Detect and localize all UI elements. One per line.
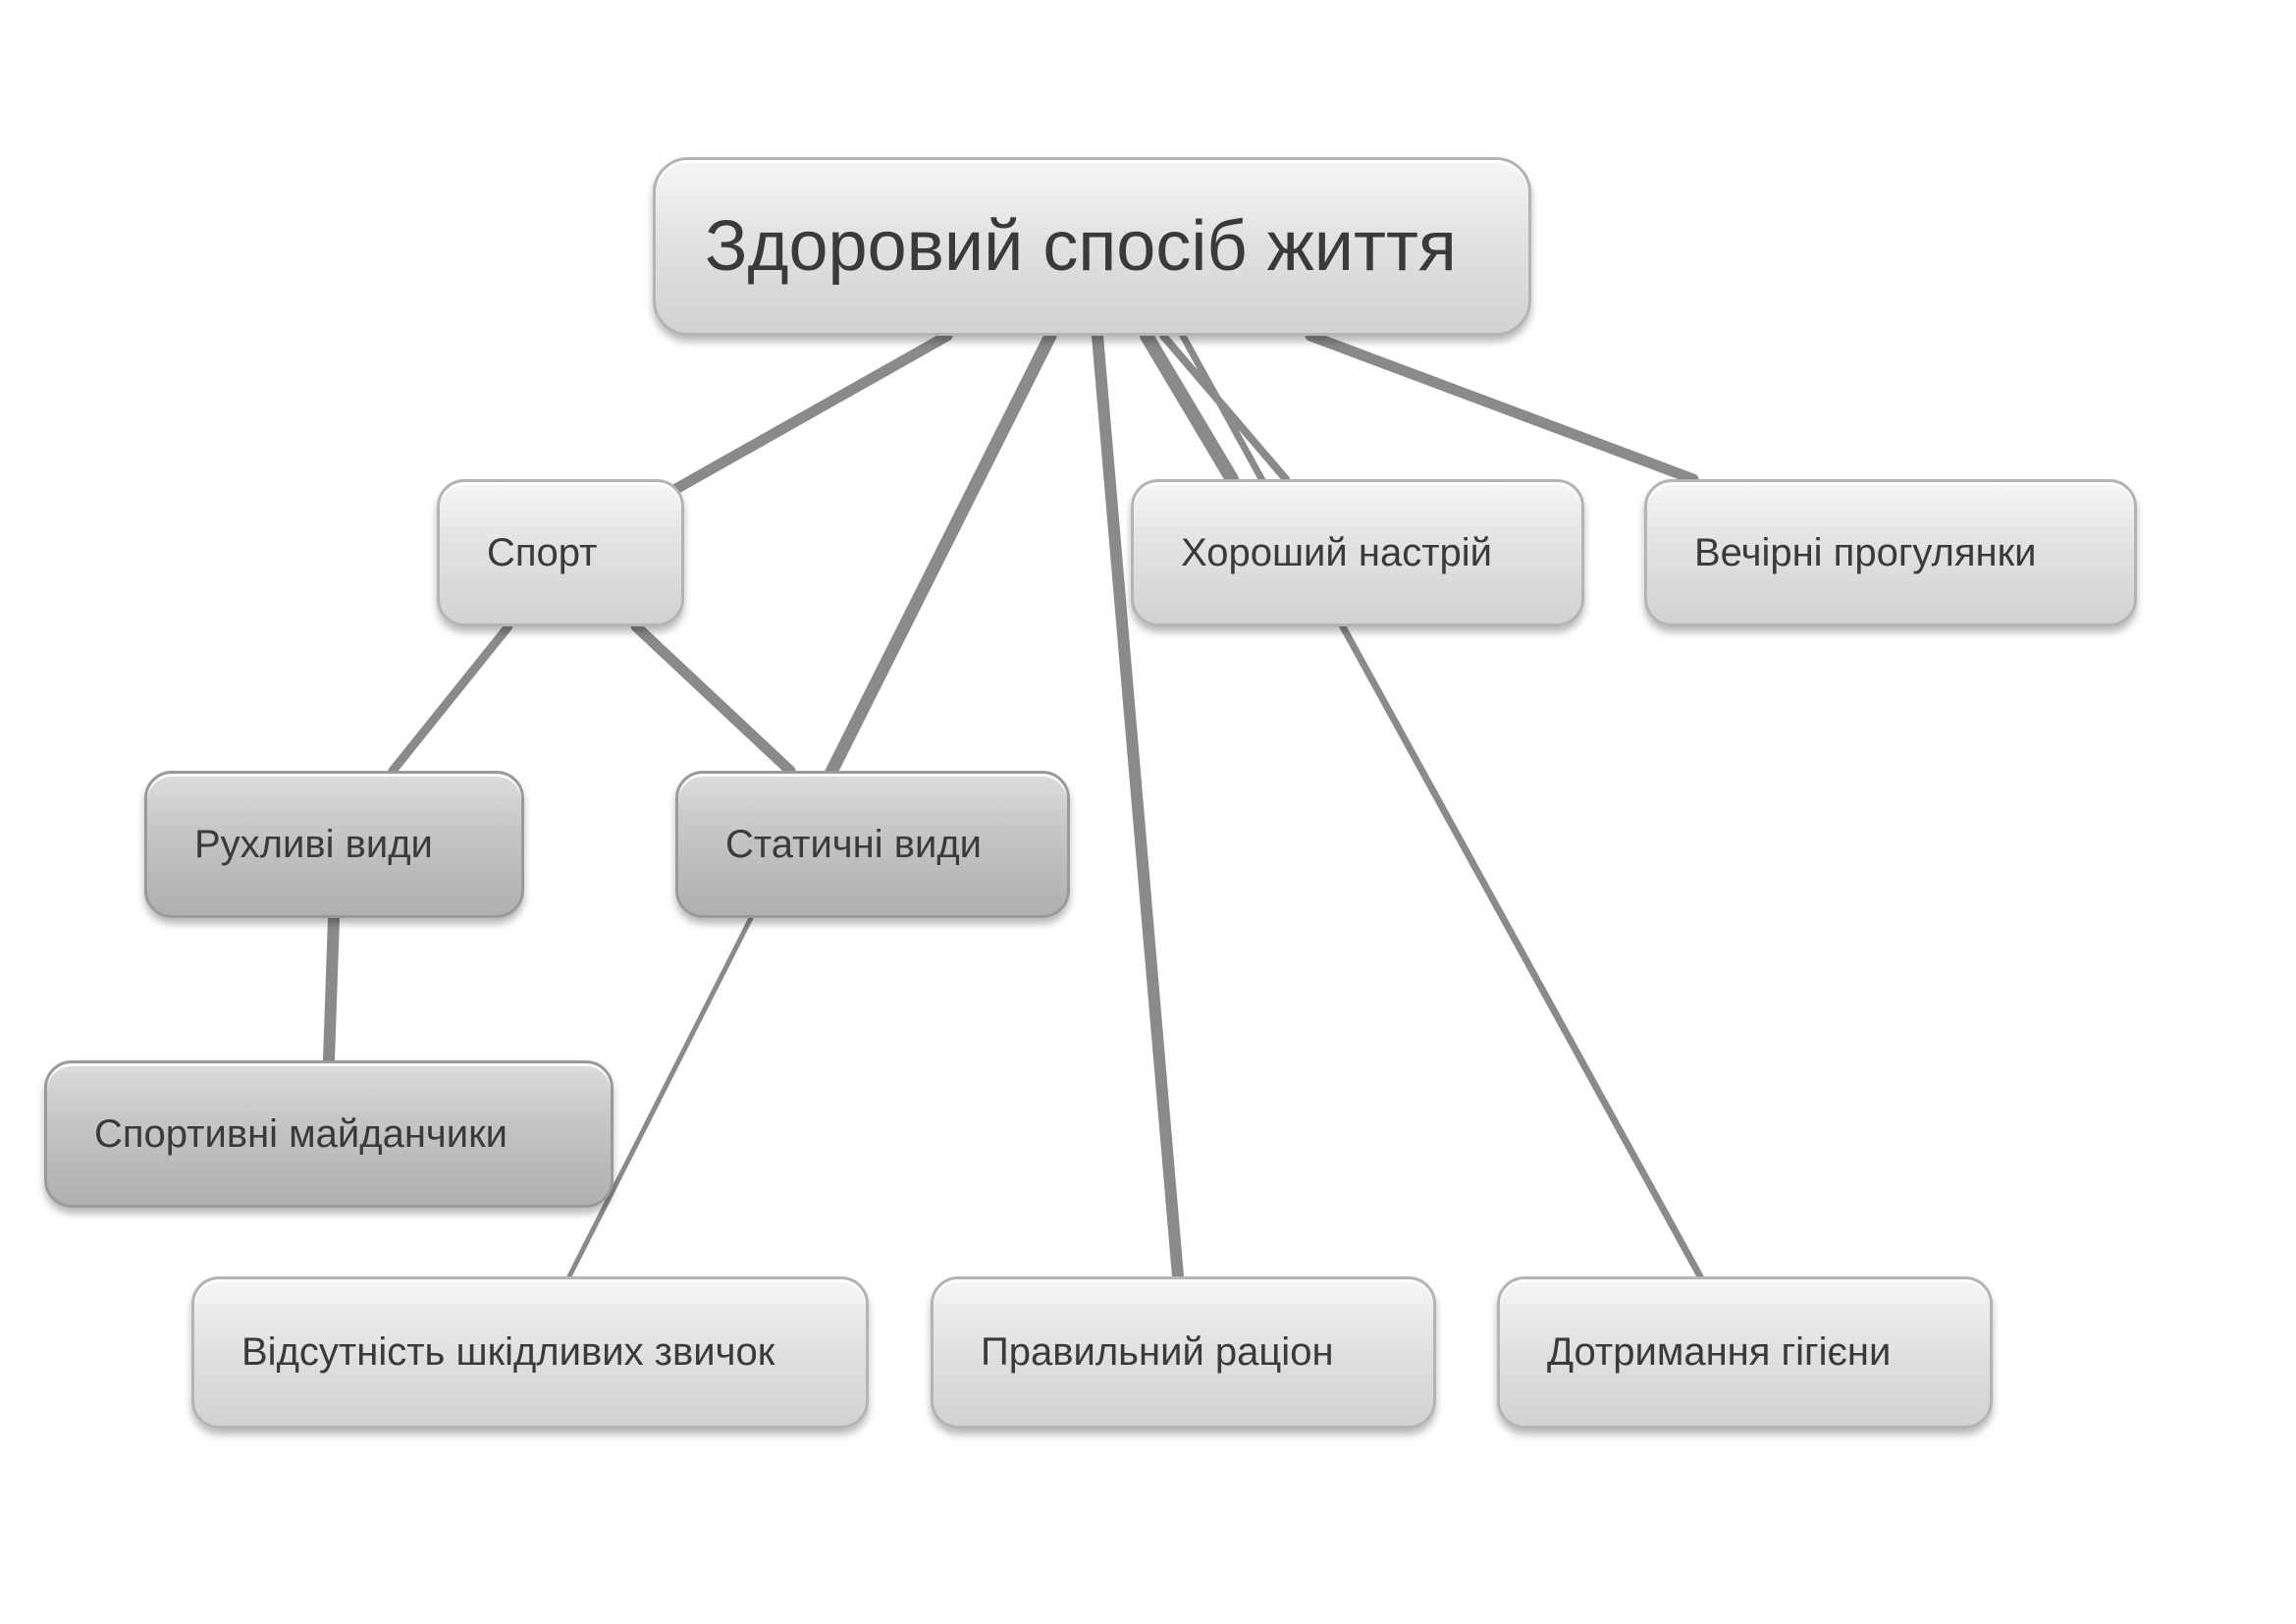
edge-root-diet [1092,330,1184,1282]
node-hygiene: Дотримання гігієни [1497,1276,1993,1429]
node-diet: Правильний раціон [931,1276,1436,1429]
node-diet-label: Правильний раціон [981,1330,1334,1374]
edge-root-hygiene [1179,332,1704,1280]
edge-sport-static [630,621,796,777]
edge-root-walks [1305,330,1699,485]
node-static-label: Статичні види [725,822,982,866]
node-root: Здоровий спосіб життя [653,157,1531,336]
edge-root-static [823,329,1057,783]
node-sport: Спорт [437,479,684,626]
node-habits: Відсутність шкідливих звичок [191,1276,869,1429]
edge-sport-active [388,622,513,776]
edge-static-habits [566,915,754,1279]
node-walks-label: Вечірні прогулянки [1694,530,2037,574]
node-hygiene-label: Дотримання гігієни [1547,1330,1892,1374]
node-fields: Спортивні майданчики [44,1060,614,1208]
node-static: Статичні види [675,771,1070,918]
node-sport-label: Спорт [487,530,598,574]
node-active: Рухливі види [144,771,524,918]
node-mood: Хороший настрій [1131,479,1584,626]
node-habits-label: Відсутність шкідливих звичок [241,1330,775,1374]
edge-root-mood [1140,329,1239,486]
node-walks: Вечірні прогулянки [1644,479,2137,626]
node-mood-label: Хороший настрій [1181,530,1492,574]
node-root-label: Здоровий спосіб життя [705,207,1457,286]
edge-root-sport [667,330,953,497]
edge-active-fields [323,912,340,1066]
node-fields-label: Спортивні майданчики [94,1111,507,1156]
node-active-label: Рухливі види [194,822,433,866]
